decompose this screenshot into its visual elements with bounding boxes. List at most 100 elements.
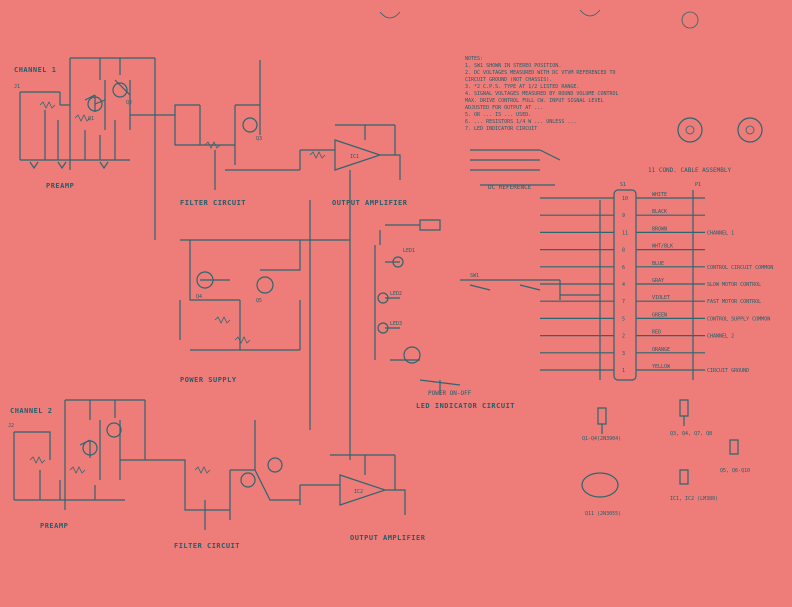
s1-label: S1 [620, 182, 626, 188]
cable-wire-color: YELLOW [652, 364, 671, 370]
cable-wire-function: SLOW MOTOR CONTROL [707, 282, 761, 288]
cable-wire-color: BROWN [652, 226, 667, 232]
q3-label: Q3 [256, 136, 262, 142]
j1-label: J1 [14, 84, 20, 90]
j2-label: J2 [8, 423, 14, 429]
cable-wire-color: GREEN [652, 312, 667, 318]
q1-transistor [87, 96, 103, 112]
q6-transistor [82, 440, 98, 456]
cable-wire-color: WHT/BLK [652, 244, 673, 250]
cable-pin-number: 1 [622, 368, 625, 374]
q9-transistor [267, 457, 283, 473]
filter2: FILTER CIRCUIT [174, 420, 300, 550]
ic1-label: IC1 [350, 154, 359, 160]
led3-icon [377, 322, 389, 334]
note-line-2: 2. DC VOLTAGES MEASURED WITH DC VTVM REF… [465, 70, 616, 76]
note-line-1: 1. SW1 SHOWN IN STEREO POSITION. [465, 63, 561, 69]
preamp2-label: PREAMP [40, 522, 68, 530]
channel1-preamp: CHANNEL 1 PREAMP J1 Q1 Q2 [14, 57, 200, 230]
cable-pin-number: 7 [622, 299, 625, 305]
q5-transistor [256, 276, 274, 294]
led1-icon [392, 256, 404, 268]
cable-label: 11 COND. CABLE ASSEMBLY [648, 167, 731, 174]
transistor-legends: Q1-Q4(2N3904) Q3, Q4, Q7, Q8 Q5, Q6-Q10 … [581, 399, 750, 517]
cable-wire-color: ORANGE [652, 347, 670, 353]
preamp1-label: PREAMP [46, 182, 74, 190]
output1: IC1 OUTPUT AMPLIFIER [299, 124, 441, 231]
cable-pin-number: 10 [622, 196, 628, 202]
note-line-10: 7. LED INDICATOR CIRCUIT [465, 126, 537, 132]
legend-2: Q5, Q6-Q10 [720, 468, 750, 474]
cable-pin-number: 9 [622, 213, 625, 219]
ic2-label: IC2 [354, 489, 363, 495]
channel2-label: CHANNEL 2 [10, 407, 52, 415]
cable-pin-number: 6 [622, 265, 625, 271]
power-switch-label: POWER ON-OFF [428, 390, 472, 397]
note-line-4: 3. *2 C.P.S. TYPE AT 1/2 LISTED RANGE. [465, 84, 579, 90]
q11-power-transistor [581, 472, 619, 498]
cable-wire-color: RED [652, 330, 661, 336]
cable-wire-function: CIRCUIT GROUND [707, 368, 749, 374]
output1-label: OUTPUT AMPLIFIER [332, 199, 408, 207]
note-line-9: 6. ... RESISTORS 1/4 W ... UNLESS ... [465, 119, 576, 125]
tube-sockets [379, 9, 763, 143]
legend-0: Q1-Q4(2N3904) [582, 436, 621, 442]
q3-transistor [242, 117, 258, 133]
cable-wire-function: FAST MOTOR CONTROL [707, 299, 761, 305]
cable-wire-color: VIOLET [652, 295, 670, 301]
led2-label: LED2 [390, 291, 402, 297]
note-line-0: NOTES: [465, 56, 483, 62]
legend-4: Q11 (2N3055) [585, 511, 621, 517]
cable-wire-function: CONTROL SUPPLY COMMON [707, 316, 770, 322]
cable-wire-color: BLUE [652, 261, 664, 267]
led3-label: LED3 [390, 321, 402, 327]
legend-1: Q3, Q4, Q7, Q8 [670, 431, 712, 437]
power-supply: Q4 Q5 POWER SUPPLY [179, 170, 351, 440]
cable-wire-color: GRAY [652, 278, 664, 284]
led2-icon [377, 292, 389, 304]
socket2-icon [737, 117, 763, 143]
led-circuit-label: LED INDICATOR CIRCUIT [416, 402, 515, 410]
note-line-3: CIRCUIT GROUND (NOT CHASSIS). [465, 77, 552, 83]
note-line-7: ADJUSTED FOR OUTPUT AT ... [465, 105, 543, 111]
q4-label: Q4 [196, 294, 202, 300]
sw1-label: SW1 [470, 273, 479, 279]
cable-pin-number: 4 [622, 282, 625, 288]
note-line-8: 5. OR ... IS ... USED. [465, 112, 531, 118]
filter2-label: FILTER CIRCUIT [174, 542, 240, 550]
cable-wire-function: CHANNEL 2 [707, 334, 734, 340]
notes-block: NOTES: 1. SW1 SHOWN IN STEREO POSITION. … [465, 56, 619, 191]
ic1-amplifier [334, 139, 382, 171]
q10-transistor [403, 346, 421, 364]
q5-label: Q5 [256, 298, 262, 304]
filter1: Q3 FILTER CIRCUIT [174, 60, 300, 207]
led-indicator: LED1 LED2 LED3 POWER ON-OFF LED INDICATO… [374, 245, 600, 410]
dc-ref-label: DC REFERENCE [488, 184, 532, 191]
q2-label: Q2 [126, 100, 132, 106]
q2-transistor [112, 82, 128, 98]
led1-label: LED1 [403, 248, 415, 254]
filter1-label: FILTER CIRCUIT [180, 199, 246, 207]
q7-transistor [106, 422, 122, 438]
channel2-preamp: CHANNEL 2 PREAMP J2 [8, 399, 186, 530]
cable-assembly: 11 COND. CABLE ASSEMBLY S1 P1 10WHITE9BL… [540, 167, 773, 381]
power-supply-label: POWER SUPPLY [180, 376, 237, 384]
output2: IC2 OUTPUT AMPLIFIER [299, 454, 426, 542]
cable-wire-function: CHANNEL 1 [707, 230, 734, 236]
cable-wire-color: BLACK [652, 209, 667, 215]
cable-pin-number: 3 [622, 351, 625, 357]
cable-wire-function: CONTROL CIRCUIT COMMON [707, 265, 773, 271]
cable-pin-number: 11 [622, 230, 628, 236]
channel1-label: CHANNEL 1 [14, 66, 56, 74]
output2-label: OUTPUT AMPLIFIER [350, 534, 426, 542]
connector-s1 [613, 189, 637, 381]
cable-wire-color: WHITE [652, 192, 667, 198]
cable-pin-number: 5 [622, 316, 625, 322]
q1-label: Q1 [88, 116, 94, 122]
note-line-6: MAX. DRIVE CONTROL FULL CW. INPUT SIGNAL… [465, 98, 603, 104]
p1-label: P1 [695, 182, 701, 188]
socket1-icon [677, 117, 703, 143]
